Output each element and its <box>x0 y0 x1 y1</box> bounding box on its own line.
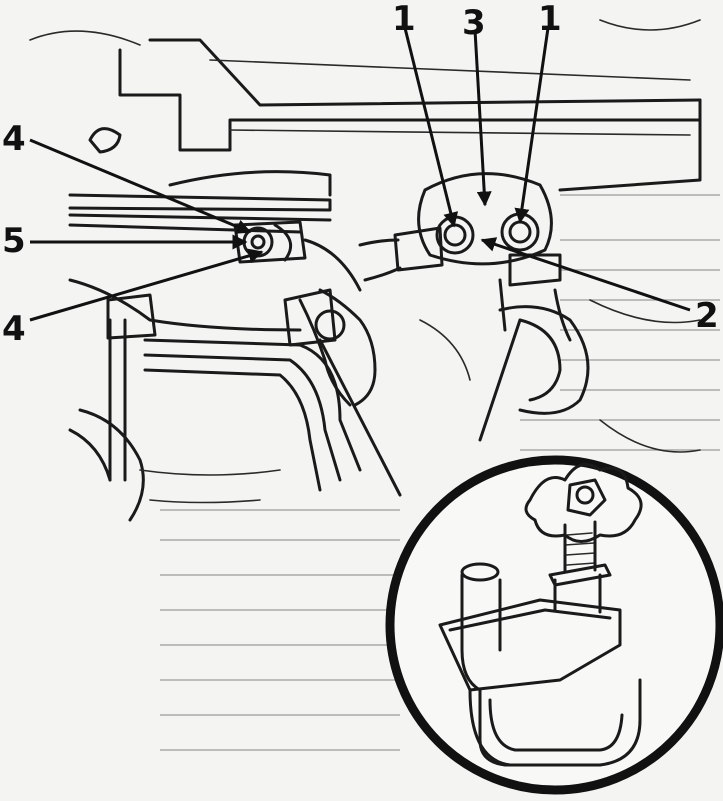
coolant-junction-fitting <box>358 172 562 287</box>
callout-1-left: 1 <box>392 0 416 39</box>
callout-5: 5 <box>2 221 26 261</box>
callout-leaders <box>29 27 691 322</box>
callout-4-top: 4 <box>2 119 26 159</box>
right-side-components <box>419 278 701 453</box>
magnifier-guide-lines <box>318 318 522 497</box>
lower-left-pipes <box>68 278 362 522</box>
callout-4-bottom: 4 <box>2 309 26 349</box>
middle-hose <box>283 288 377 407</box>
callout-2: 2 <box>695 296 719 336</box>
clamp-tool-inset <box>385 455 723 795</box>
callout-1-right: 1 <box>538 0 562 39</box>
callout-3: 3 <box>462 3 486 43</box>
engine-upper-structure <box>29 19 702 234</box>
